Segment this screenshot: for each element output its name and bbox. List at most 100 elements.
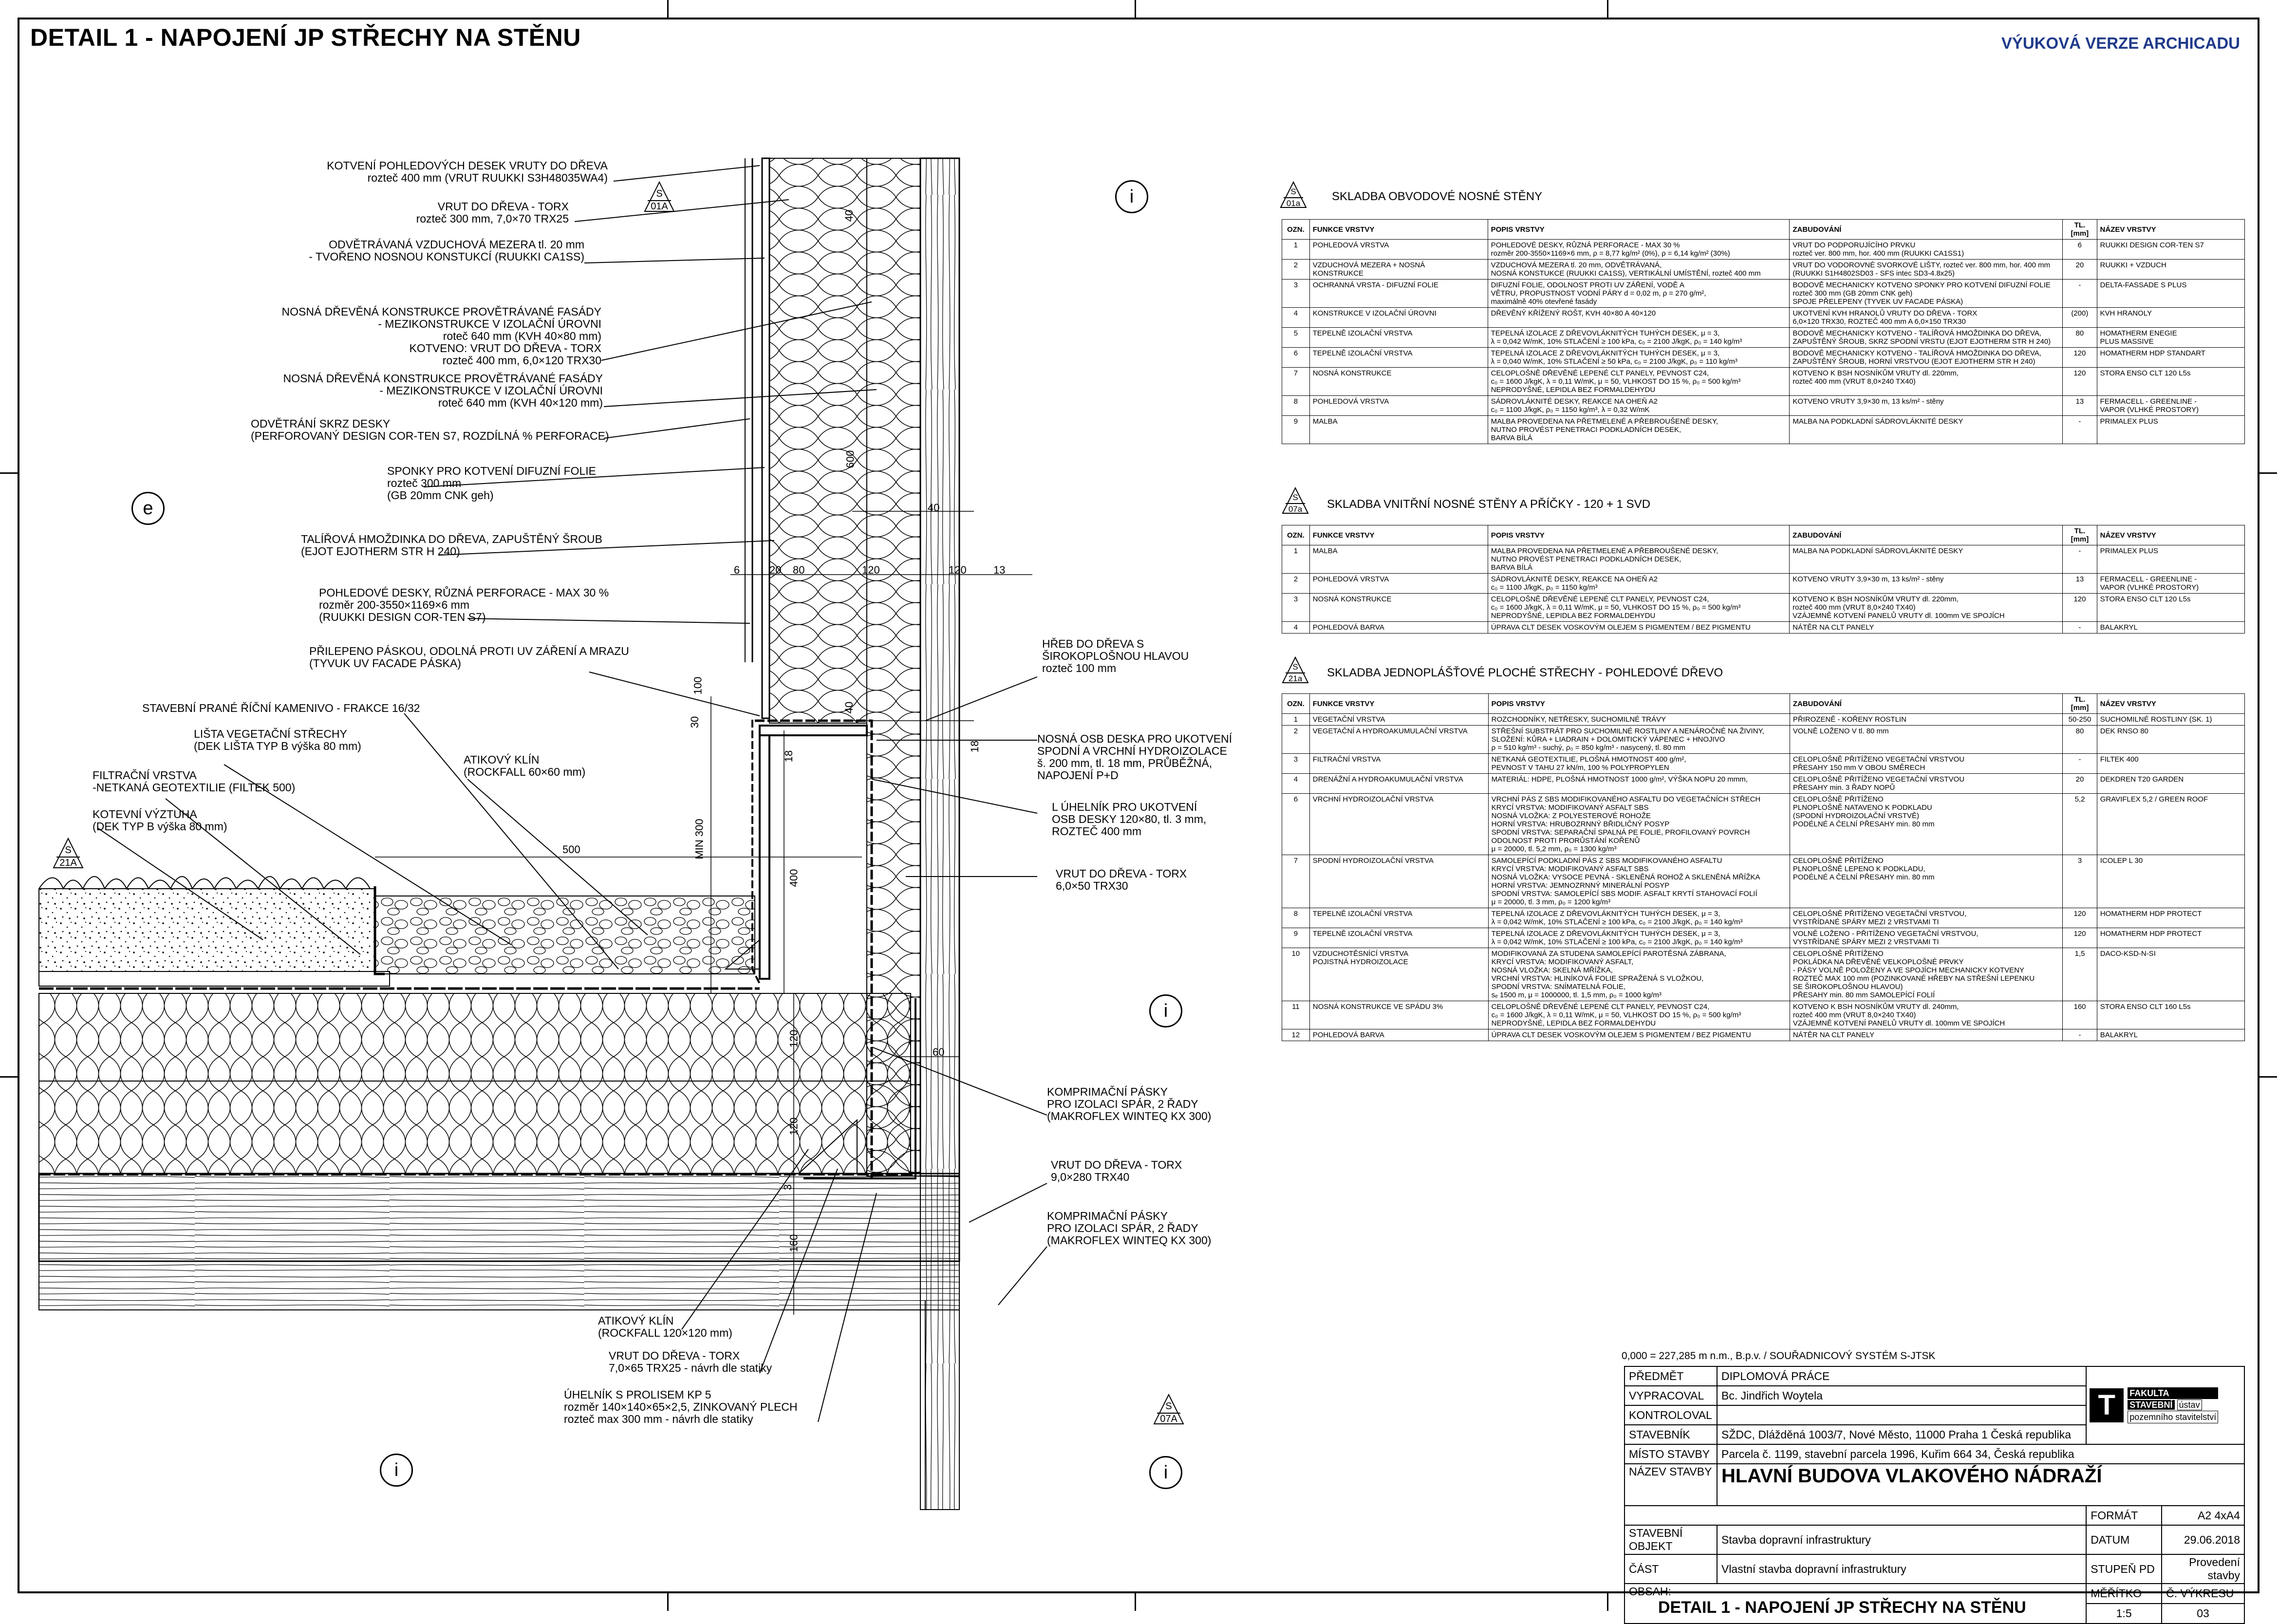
faculty-logo-icon: T <box>2090 1388 2124 1422</box>
drawing-frame <box>18 18 2259 1593</box>
table-cell: 6 <box>1282 347 1310 368</box>
table-cell: CELOPLOŠNĚ DŘEVĚNÉ LEPENÉ CLT PANELY, PE… <box>1487 367 1790 396</box>
frame-tick <box>1135 1593 1136 1611</box>
column-header: OZN. <box>1282 525 1310 545</box>
tb-value-format: A2 4xA4 <box>2161 1505 2245 1526</box>
dimension-label: MIN 300 <box>693 819 706 859</box>
dimension-label: 18 <box>969 740 981 753</box>
table-title-partition: SKLADBA VNITŘNÍ NOSNÉ STĚNY A PŘÍČKY - 1… <box>1327 498 1651 511</box>
dimension-label: 40 <box>843 209 856 222</box>
table-cell: 7 <box>1282 855 1310 908</box>
table-cell: MALBA NA PODKLADNÍ SÁDROVLÁKNITÉ DESKY <box>1789 545 2063 574</box>
table-cell: TEPELNĚ IZOLAČNÍ VRSTVA <box>1309 347 1488 368</box>
tb-value-checker <box>1716 1405 2087 1425</box>
table-cell: ICOLEP L 30 <box>2096 855 2245 908</box>
column-header: NÁZEV VRSTVY <box>2096 219 2245 240</box>
faculty-logo: T FAKULTA STAVEBNÍ ústav pozemního stavi… <box>2086 1366 2245 1445</box>
table-cell: 8 <box>1282 395 1310 416</box>
table-cell: - <box>2062 753 2097 774</box>
note-compression-tape-1: KOMPRIMAČNÍ PÁSKY PRO IZOLACI SPÁR, 2 ŘA… <box>1047 1085 1212 1122</box>
table-cell: RUUKKI DESIGN COR-TEN S7 <box>2096 239 2245 260</box>
table-cell: DŘEVĚNÝ KŘÍŽENÝ ROŠT, KVH 40×80 A 40×120 <box>1487 307 1790 328</box>
dimension-label: 18 <box>783 750 795 763</box>
column-header: FUNKCE VRSTVY <box>1309 525 1488 545</box>
column-header: ZABUDOVÁNÍ <box>1789 525 2063 545</box>
tb-label: OBSAH: <box>1629 1585 1671 1598</box>
table-cell: VRCHNÍ PÁS Z SBS MODIFIKOVANÉHO ASFALTU … <box>1488 793 1790 855</box>
tb-spacer <box>1717 1505 2087 1526</box>
table-cell: ÚPRAVA CLT DESEK VOSKOVÝM OLEJEM S PIGME… <box>1487 621 1790 634</box>
table-cell: KONSTRUKCE V IZOLAČNÍ ÚROVNI <box>1309 307 1488 328</box>
table-cell: NETKANÁ GEOTEXTILIE, PLOŠNÁ HMOTNOST 400… <box>1488 753 1790 774</box>
detail-drawing <box>38 157 1047 1510</box>
tb-label: NÁZEV STAVBY <box>1624 1463 1718 1506</box>
table-cell: STORA ENSO CLT 120 L5s <box>2096 367 2245 396</box>
table-cell: VRUT DO VODOROVNÉ SVORKOVÉ LIŠTY, rozteč… <box>1789 259 2063 280</box>
table-cell: SAMOLEPÍCÍ PODKLADNÍ PÁS Z SBS MODIFIKOV… <box>1488 855 1790 908</box>
dimension-label: 20 <box>769 564 782 576</box>
table-cell: ÚPRAVA CLT DESEK VOSKOVÝM OLEJEM S PIGME… <box>1488 1029 1790 1041</box>
tb-label: STUPEŇ PD <box>2086 1554 2163 1584</box>
table-cell: TEPELNÁ IZOLACE Z DŘEVOVLÁKNITÝCH TUHÝCH… <box>1487 347 1790 368</box>
table-cell: BODOVĚ MECHANICKY KOTVENO - TALÍŘOVÁ HMO… <box>1789 327 2063 348</box>
note-screw-torx-9x280: VRUT DO DŘEVA - TORX 9,0×280 TRX40 <box>1051 1158 1182 1183</box>
table-cell: 1 <box>1282 713 1310 726</box>
table-cell: CELOPLOŠNĚ PŘITÍŽENO POKLÁDKA NA DŘEVĚNÉ… <box>1789 948 2063 1001</box>
note-gravel: STAVEBNÍ PRANÉ ŘÍČNÍ KAMENIVO - FRAKCE 1… <box>142 702 420 714</box>
table-cell: MALBA <box>1309 545 1488 574</box>
dimension-label: 40 <box>928 502 940 514</box>
table-cell: STORA ENSO CLT 160 L5s <box>2096 1001 2245 1029</box>
tb-spacer <box>1624 1505 1717 1526</box>
table-cell: 5 <box>1282 327 1310 348</box>
column-header: OZN. <box>1282 693 1310 714</box>
table-cell: VOLNĚ LOŽENO - PŘITÍŽENO VEGETAČNÍ VRSTV… <box>1789 928 2063 948</box>
table-cell: POHLEDOVÁ BARVA <box>1309 1029 1489 1041</box>
table-cell: 50-250 <box>2062 713 2097 726</box>
tb-value-sheet-number: 03 <box>2161 1603 2245 1624</box>
table-cell: SPODNÍ HYDROIZOLAČNÍ VRSTVA <box>1309 855 1489 908</box>
table-cell: CELOPLOŠNĚ PŘITÍŽENO PLNOPLOŠNĚ NATAVENO… <box>1789 793 2063 855</box>
table-cell: NOSNÁ KONSTRUKCE VE SPÁDU 3% <box>1309 1001 1489 1029</box>
frame-tick <box>1607 1593 1608 1611</box>
grid-bubble: i <box>380 1454 413 1487</box>
table-cell: BALAKRYL <box>2096 621 2245 634</box>
table-cell: 12 <box>1282 1029 1310 1041</box>
table-cell: 120 <box>2062 367 2097 396</box>
dimension-label: 120 <box>787 1029 800 1048</box>
table-cell: VEGETAČNÍ VRSTVA <box>1309 713 1489 726</box>
tb-value-date: 29.06.2018 <box>2161 1525 2245 1555</box>
note-vegetation-edge: LIŠTA VEGETAČNÍ STŘECHY (DEK LIŠTA TYP B… <box>194 728 361 752</box>
section-mark-01a: S 01A <box>644 181 675 212</box>
table-cell: POHLEDOVÁ VRSTVA <box>1309 239 1488 260</box>
note-screw-torx-7x70: VRUT DO DŘEVA - TORX rozteč 300 mm, 7,0×… <box>416 200 569 225</box>
table-cell: FILTRAČNÍ VRSTVA <box>1309 753 1489 774</box>
dimension-label: 100 <box>691 676 704 695</box>
table-cell: FILTEK 400 <box>2096 753 2245 774</box>
table-cell: 3 <box>2062 855 2097 908</box>
table-cell: RUUKKI + VZDUCH <box>2096 259 2245 280</box>
table-cell: TEPELNĚ IZOLAČNÍ VRSTVA <box>1309 928 1489 948</box>
table-cell: 2 <box>1282 573 1310 594</box>
table-cell: MODIFIKOVANÁ ZA STUDENA SAMOLEPÍCÍ PAROT… <box>1488 948 1790 1001</box>
elevation-note: 0,000 = 227,285 m n.m., B.p.v. / SOUŘADN… <box>1622 1350 1936 1362</box>
table-cell: 3 <box>1282 279 1310 308</box>
note-l-bracket: L ÚHELNÍK PRO UKOTVENÍ OSB DESKY 120×80,… <box>1052 801 1207 838</box>
table-cell: TEPELNĚ IZOLAČNÍ VRSTVA <box>1309 327 1488 348</box>
table-cell: KVH HRANOLY <box>2096 307 2245 328</box>
table-cell: DELTA-FASSADE S PLUS <box>2096 279 2245 308</box>
tb-value-site: Parcela č. 1199, stavební parcela 1996, … <box>1716 1444 2245 1464</box>
table-cell: 13 <box>2062 395 2097 416</box>
